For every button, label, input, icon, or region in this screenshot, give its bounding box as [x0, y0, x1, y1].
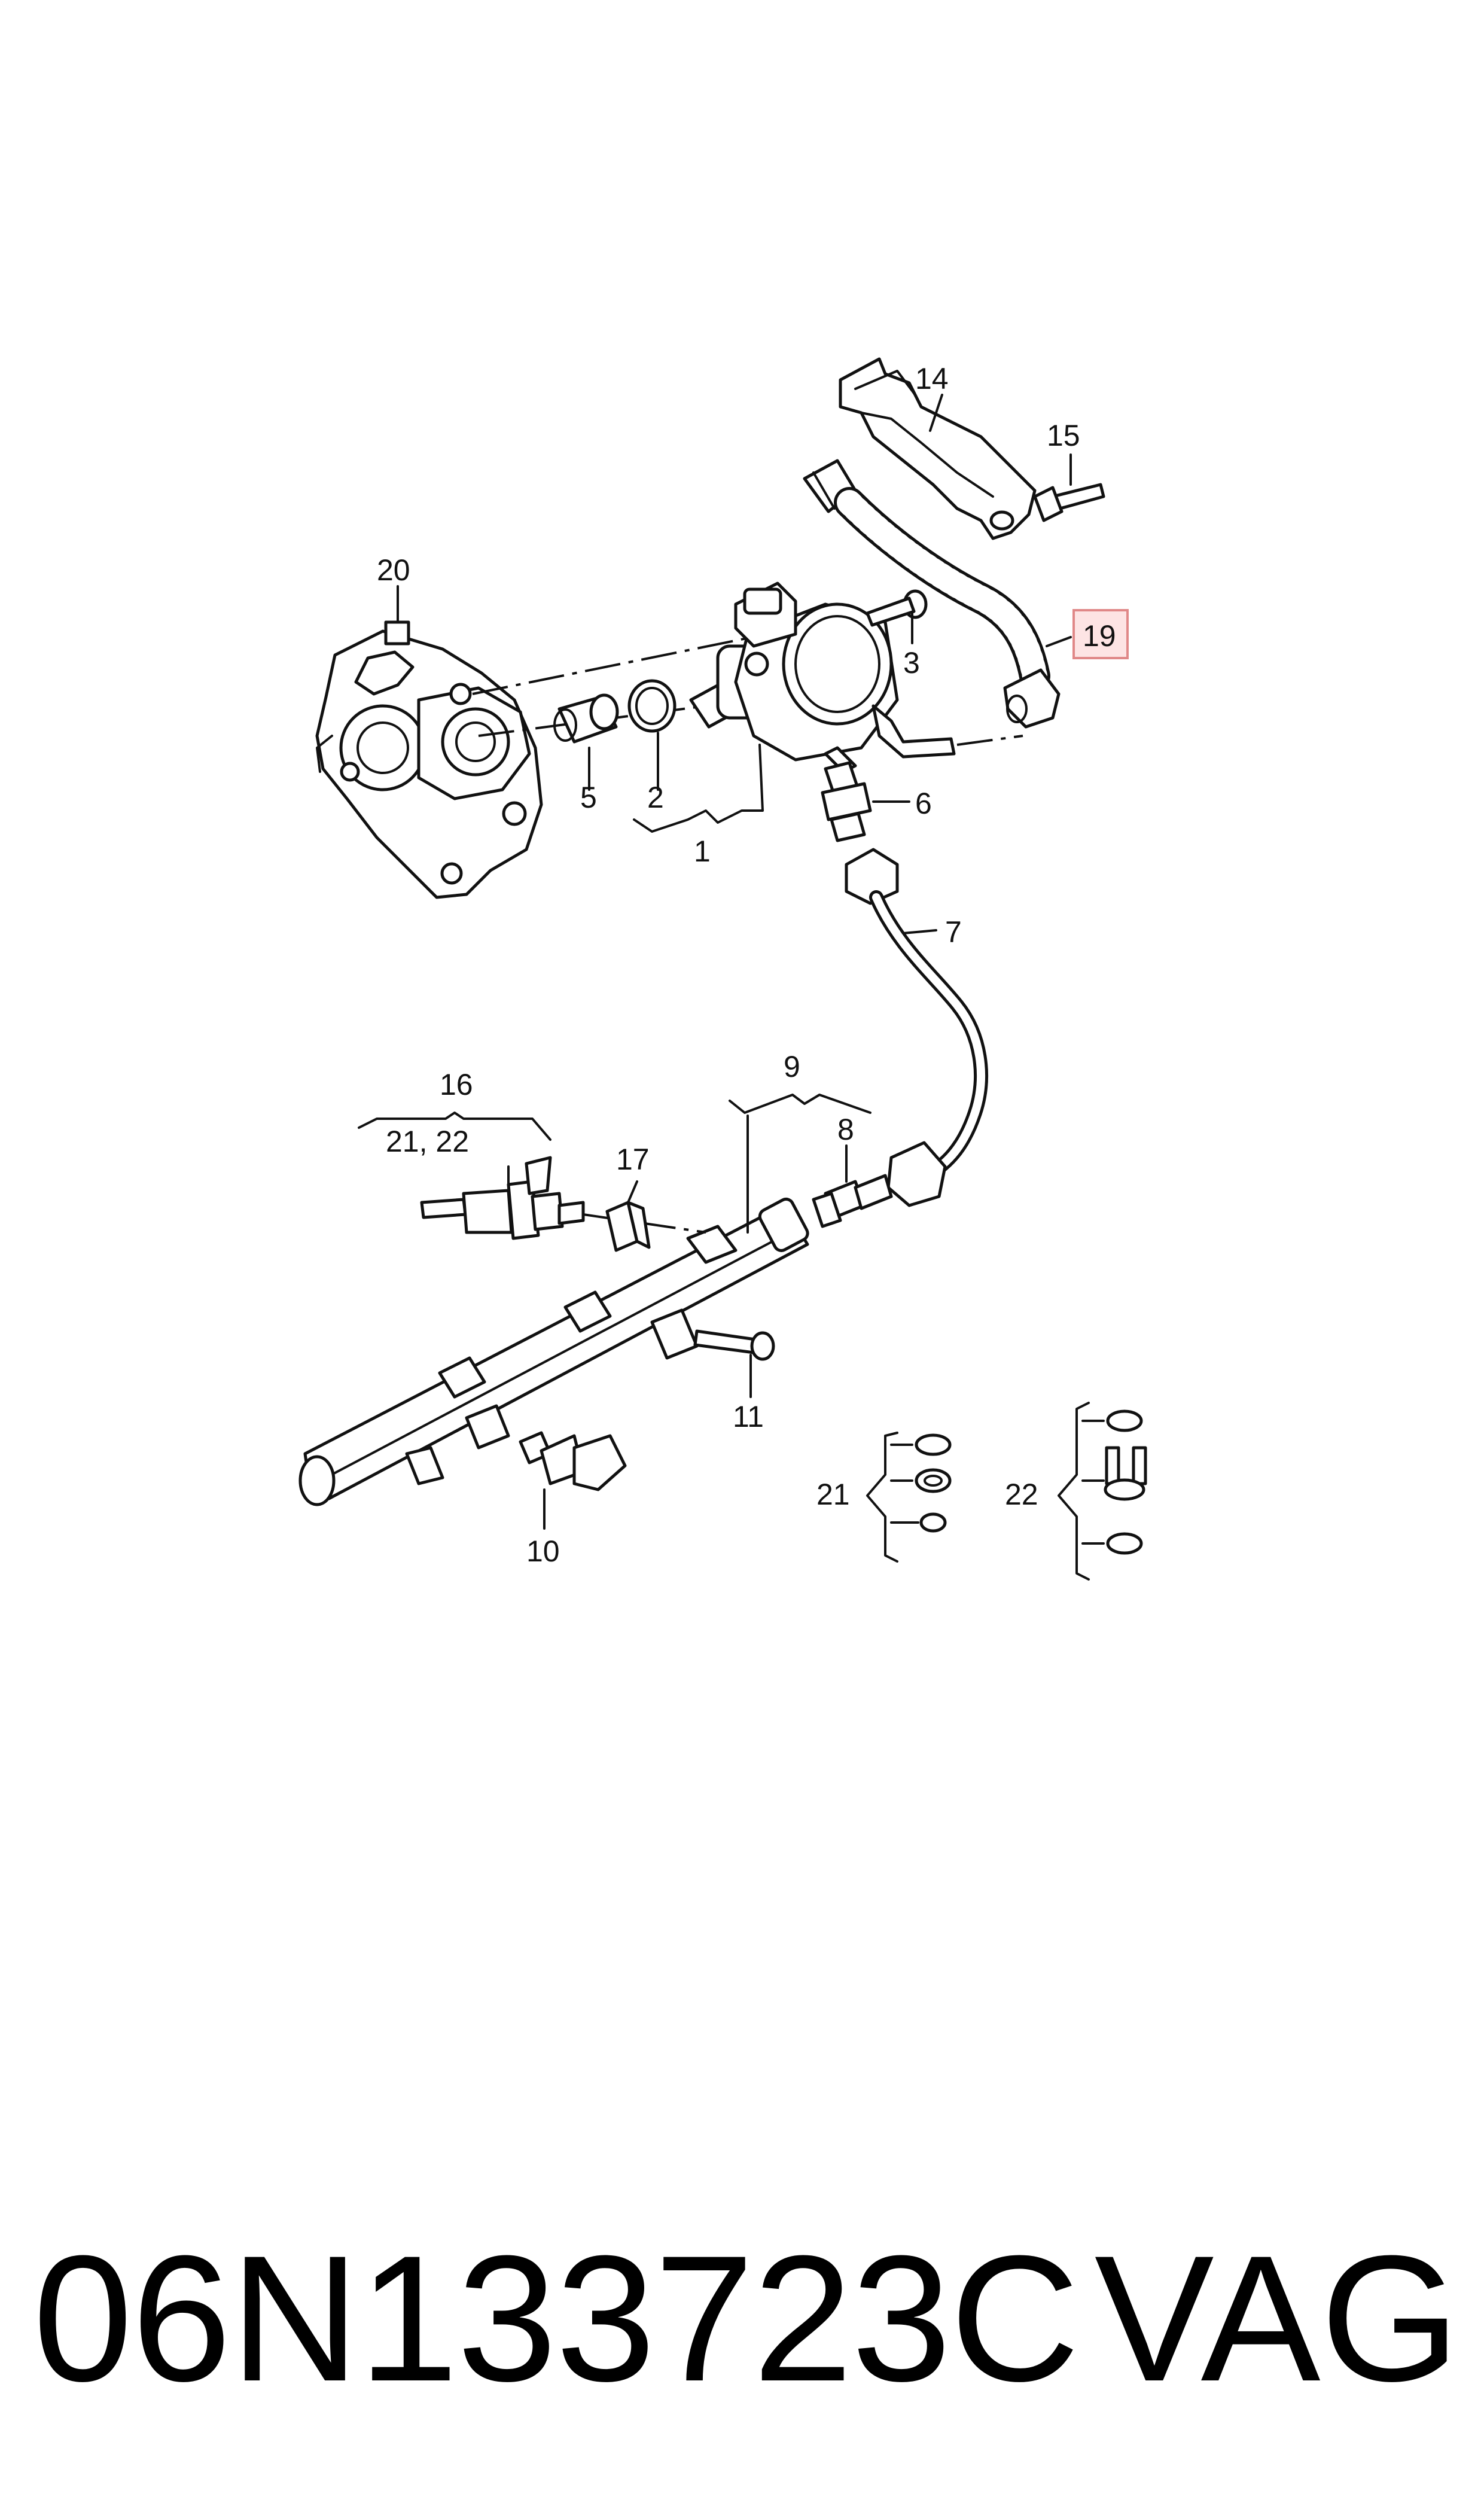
callout-8[interactable]: 8 — [837, 1113, 854, 1146]
brand-name: VAG — [1094, 2218, 1460, 2419]
pipe-union-part-8 — [812, 1174, 893, 1228]
callout-21[interactable]: 21 — [816, 1478, 850, 1511]
callout-17[interactable]: 17 — [616, 1143, 650, 1176]
callout-10[interactable]: 10 — [526, 1534, 560, 1568]
callout-7[interactable]: 7 — [945, 915, 962, 949]
callout-22[interactable]: 22 — [1005, 1478, 1038, 1511]
callout-19[interactable]: 19 — [1083, 619, 1116, 653]
callout-11[interactable]: 11 — [733, 1400, 764, 1433]
callout-6[interactable]: 6 — [915, 787, 932, 820]
pressure-sensor-part-10 — [519, 1431, 627, 1491]
exploded-parts-diagram: 14 15 20 19 3 5 2 6 1 7 16 21, 22 9 8 17… — [298, 357, 1147, 1581]
union-fitting-part-6 — [821, 761, 872, 842]
high-pressure-pipe-part-7 — [845, 848, 988, 1207]
callout-1[interactable]: 1 — [694, 835, 711, 868]
callout-16[interactable]: 16 — [440, 1068, 473, 1101]
seal-kit-21 — [915, 1433, 952, 1533]
fuel-rail-part-9 — [298, 1197, 809, 1506]
part-number: 06N133723C — [33, 2218, 1080, 2419]
leader-lines — [358, 394, 1105, 1581]
bolt-part-3 — [866, 589, 928, 627]
vacuum-pump-part-20 — [315, 620, 543, 899]
injector-part-16 — [420, 1156, 585, 1240]
callout-15[interactable]: 15 — [1047, 419, 1080, 452]
callout-2[interactable]: 2 — [647, 781, 664, 814]
callout-14[interactable]: 14 — [915, 362, 949, 395]
sleeve-part-5 — [553, 693, 619, 744]
clip-part-17 — [605, 1201, 651, 1252]
callout-3[interactable]: 3 — [903, 646, 920, 680]
callout-19-highlight — [1072, 609, 1129, 659]
seal-kit-22 — [1104, 1409, 1147, 1555]
bracket-part-14 — [839, 357, 1037, 540]
callout-5[interactable]: 5 — [580, 781, 597, 814]
bolt-part-11 — [693, 1329, 775, 1361]
callout-20[interactable]: 20 — [377, 553, 410, 587]
high-pressure-pump-part-1 — [689, 581, 956, 774]
callout-9[interactable]: 9 — [784, 1050, 800, 1083]
braided-hose-part-19 — [803, 459, 1061, 729]
callout-16-sub[interactable]: 21, 22 — [386, 1125, 469, 1158]
part-footer: 06N133723C VAG — [0, 2208, 1484, 2429]
bolt-part-15 — [1033, 483, 1105, 522]
